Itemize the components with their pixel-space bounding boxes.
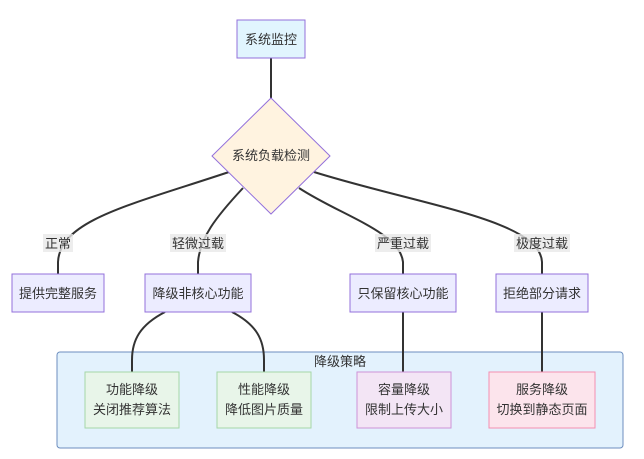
- edge-label-heavy-overload-text: 严重过载: [377, 236, 429, 252]
- node-service-degradation-line1: 服务降级: [516, 382, 568, 398]
- decision-label: 系统负载检测: [232, 149, 310, 164]
- node-service-degradation-box: [488, 371, 596, 429]
- edge-label-extreme-overload-text: 极度过载: [516, 236, 568, 252]
- decision-diamond: [211, 97, 331, 215]
- node-performance-degradation-line1: 性能降级: [238, 383, 290, 398]
- cluster-box: [56, 351, 624, 449]
- edge-degrade-noncore-to-performance: [231, 311, 265, 372]
- edge-detect-to-degrade-noncore: [197, 187, 244, 274]
- edge-label-extreme-overload-bg: [514, 234, 570, 252]
- node-reject-partial: 拒绝部分请求: [495, 273, 589, 313]
- node-system-monitor: 系统监控: [236, 19, 306, 59]
- edge-degrade-noncore-to-feature: [131, 311, 166, 372]
- node-system-monitor-label: 系统监控: [245, 33, 297, 48]
- node-reject-partial-label: 拒绝部分请求: [503, 286, 581, 302]
- node-performance-degradation-line2: 降低图片质量: [225, 403, 303, 418]
- node-degrade-noncore-label: 降级非核心功能: [152, 287, 243, 302]
- edge-label-light-overload-text: 轻微过载: [172, 237, 224, 252]
- edge-labels: 正常 轻微过载 严重过载 极度过载: [43, 234, 570, 252]
- edge-label-heavy-overload-bg: [375, 234, 431, 252]
- node-service-degradation-line2: 切换到静态页面: [496, 403, 587, 418]
- cluster-title: 降级策略: [314, 354, 366, 370]
- node-keep-core-box: [349, 273, 457, 313]
- node-feature-degradation-line1: 功能降级: [106, 383, 158, 398]
- edge-label-normal: 正常: [43, 234, 73, 252]
- edge-label-heavy-overload: 严重过载: [375, 234, 431, 252]
- node-full-service: 提供完整服务: [11, 273, 105, 313]
- node-capacity-degradation-line1: 容量降级: [378, 382, 430, 398]
- edge-detect-to-reject-partial: [313, 171, 543, 274]
- node-system-monitor-box: [236, 19, 306, 59]
- cluster-degradation-strategy: 降级策略: [56, 351, 624, 449]
- edge-detect-to-full-service: [57, 171, 230, 274]
- node-capacity-degradation-box: [356, 371, 452, 429]
- edge-detect-to-keep-core: [298, 187, 404, 274]
- node-feature-degradation: 功能降级 关闭推荐算法: [84, 371, 180, 429]
- node-degrade-noncore-box: [144, 273, 252, 313]
- node-full-service-label: 提供完整服务: [19, 286, 97, 302]
- node-capacity-degradation-line2: 限制上传大小: [365, 403, 443, 418]
- node-performance-degradation: 性能降级 降低图片质量: [216, 371, 312, 429]
- node-feature-degradation-box: [84, 371, 180, 429]
- node-keep-core-label: 只保留核心功能: [357, 287, 448, 302]
- edge-label-normal-text: 正常: [45, 237, 71, 252]
- node-feature-degradation-line2: 关闭推荐算法: [93, 403, 171, 418]
- edge-label-light-overload: 轻微过载: [170, 234, 226, 252]
- node-reject-partial-box: [495, 273, 589, 313]
- edge-label-extreme-overload: 极度过载: [514, 234, 570, 252]
- node-service-degradation: 服务降级 切换到静态页面: [488, 371, 596, 429]
- edges: [57, 58, 543, 372]
- node-performance-degradation-box: [216, 371, 312, 429]
- edge-label-light-overload-bg: [170, 234, 226, 252]
- node-full-service-box: [11, 273, 105, 313]
- node-capacity-degradation: 容量降级 限制上传大小: [356, 371, 452, 429]
- node-keep-core: 只保留核心功能: [349, 273, 457, 313]
- decision-load-detection: 系统负载检测: [211, 97, 331, 215]
- node-degrade-noncore: 降级非核心功能: [144, 273, 252, 313]
- edge-label-normal-bg: [43, 234, 73, 252]
